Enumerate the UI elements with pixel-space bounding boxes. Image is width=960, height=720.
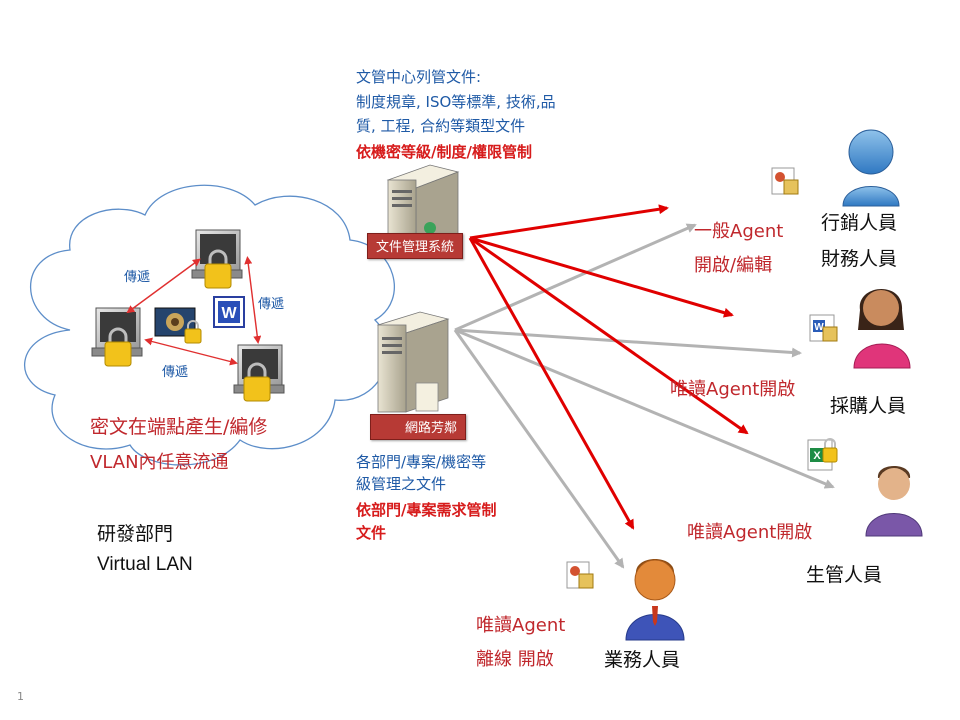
agent-general-line1: 一般Agent [694,221,784,242]
cloud-caption-line1: 密文在端點產生/編修 [90,416,268,438]
dept-docs-line2: 級管理之文件 [356,475,447,493]
transfer-arrow-bottom [144,337,238,366]
gray-arrows [453,223,835,569]
user-production-label: 生管人員 [806,564,883,586]
svg-text:W: W [814,322,824,333]
agent-offline-line1: 唯讀Agent [476,615,566,636]
transfer-arrows [126,256,262,366]
cloud-caption-line2: VLAN內任意流通 [90,452,229,473]
lock-icon [243,362,271,402]
network-server-icon [376,311,450,413]
word-file-icon: W [213,296,245,328]
transfer-label-2: 傳遞 [258,297,285,312]
sales-user-icon [625,559,685,641]
svg-text:X: X [813,450,821,462]
rd-dept-label: 研發部門 [97,523,174,545]
red-arrow-production [469,236,749,435]
doc-center-line1: 文管中心列管文件: [356,68,482,86]
pc-left [91,307,143,357]
purchasing-user-icon [853,288,911,369]
doc-center-policy: 依機密等級/制度/權限管制 [356,143,532,161]
red-arrow-purchasing [469,236,734,318]
transfer-label-3: 傳遞 [162,365,189,380]
excel-file-icon: X [807,438,838,471]
agent-offline-line2: 離線 開啟 [476,649,554,670]
agent-general-line2: 開啟/編輯 [694,255,773,276]
rd-vlan-label: Virtual LAN [97,554,193,575]
red-arrow-sales [468,237,635,530]
doc-center-line3: 質, 工程, 合約等類型文件 [356,117,526,135]
lock-icon [104,327,132,367]
dept-docs-policy2: 文件 [356,524,387,542]
user-sales-label: 業務人員 [604,649,681,671]
marketing-user-icon [842,129,900,207]
gray-arrow-general [454,223,697,332]
red-arrows [468,204,749,530]
transfer-arrow-top-right [244,256,262,344]
dept-docs-line1: 各部門/專案/機密等 [356,453,487,471]
gray-arrow-sales [453,329,625,569]
doc-system-label: 文件管理系統 [367,233,464,259]
network-share-label: 網路芳鄰 [370,414,467,440]
svg-text:W: W [221,305,237,322]
dept-docs-policy1: 依部門/專案需求管制 [356,501,497,519]
powerpoint-file-icon [566,561,594,589]
agent-readonly-purchasing: 唯讀Agent開啟 [670,379,796,400]
transfer-arrow-top-left [126,258,201,314]
doc-center-line2: 制度規章, ISO等標準, 技術,品 [356,93,556,111]
vlan-cloud [23,184,395,466]
user-purchasing-label: 採購人員 [830,395,907,417]
production-user-icon [865,466,923,537]
page-number: 1 [17,690,24,703]
lock-icon [204,249,232,289]
gray-arrow-production [454,328,835,489]
user-finance-label: 財務人員 [821,248,898,270]
word-file-icon: W [809,314,838,342]
powerpoint-file-icon [771,167,799,195]
red-arrow-general [469,204,669,240]
gray-arrow-purchasing [454,328,802,358]
user-marketing-label: 行銷人員 [821,212,898,234]
transfer-label-1: 傳遞 [124,270,151,285]
agent-readonly-production: 唯讀Agent開啟 [687,522,813,543]
